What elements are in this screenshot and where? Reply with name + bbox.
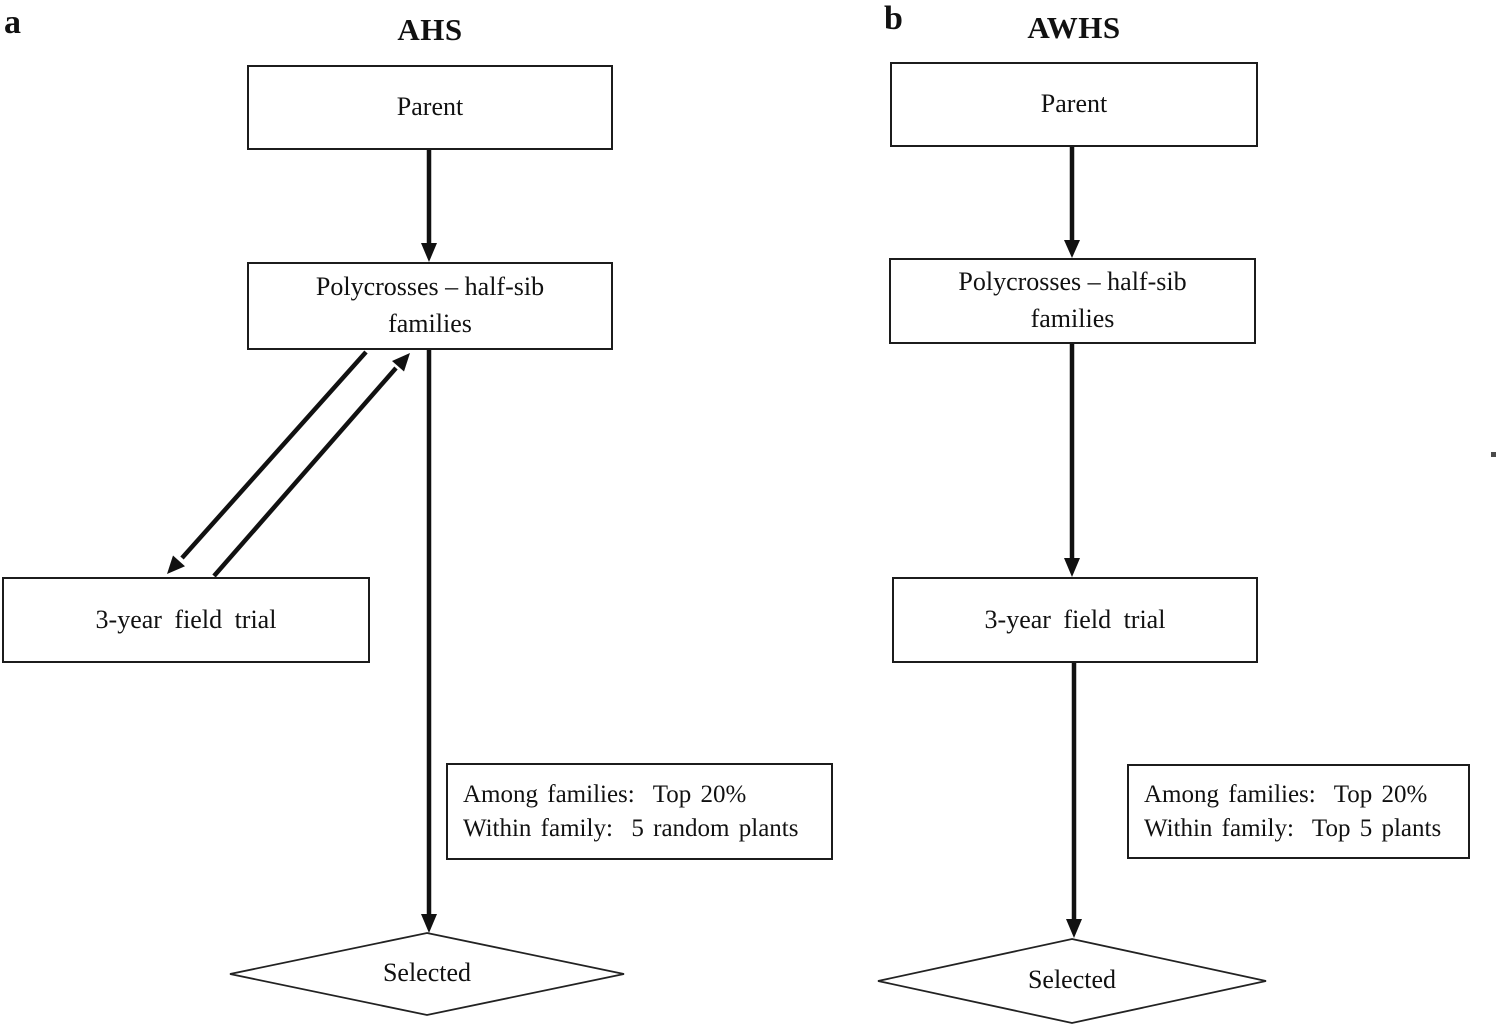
selection-note-b: Among families: Top 20% Within family: T… xyxy=(1127,764,1470,859)
parent-box-a-text: Parent xyxy=(396,92,464,122)
arrow-trial-to-polycross-a xyxy=(212,366,398,578)
selection-note-a-line1: Among families: Top 20% xyxy=(463,781,747,808)
polycross-box-a-line1: Polycrosses – half-sib xyxy=(315,272,545,302)
selected-diamond-a xyxy=(229,932,625,1016)
selected-diamond-b xyxy=(877,938,1267,1024)
arrowhead-parent-to-polycross-b xyxy=(1064,240,1080,258)
parent-box-b-text: Parent xyxy=(1040,89,1108,119)
parent-box-a: Parent xyxy=(247,65,613,150)
polycross-box-b-line1: Polycrosses – half-sib xyxy=(958,267,1187,297)
selected-diamond-b-text: Selected xyxy=(1027,965,1117,994)
panel-b-label: b xyxy=(884,0,903,37)
polycross-box-a: Polycrosses – half-sib families xyxy=(247,262,613,350)
selection-note-a-line2: Within family: 5 random plants xyxy=(463,814,799,842)
parent-box-b: Parent xyxy=(890,62,1258,147)
trial-box-b: 3-year field trial xyxy=(892,577,1258,663)
panel-a-label: a xyxy=(4,4,21,41)
arrowhead-parent-to-polycross-a xyxy=(421,243,437,262)
trial-box-a-text: 3-year field trial xyxy=(95,604,277,634)
arrow-polycross-to-trial-a xyxy=(180,350,368,560)
selection-note-b-line1: Among families: Top 20% xyxy=(1144,781,1428,808)
selected-diamond-a-text: Selected xyxy=(382,958,472,987)
polycross-box-a-line2: families xyxy=(388,309,472,338)
stray-mark-artifact xyxy=(1491,452,1496,457)
selection-note-b-line2: Within family: Top 5 plants xyxy=(1144,814,1442,842)
arrowhead-trial-to-selected-b xyxy=(1066,919,1082,938)
arrowhead-trial-to-polycross-a xyxy=(392,353,410,372)
polycross-box-b: Polycrosses – half-sib families xyxy=(889,258,1256,344)
selection-note-a: Among families: Top 20% Within family: 5… xyxy=(446,763,833,860)
polycross-box-b-line2: families xyxy=(1030,304,1115,333)
arrowhead-polycross-to-trial-b xyxy=(1064,558,1080,577)
arrowhead-polycross-to-selected-a xyxy=(421,914,437,933)
panel-b-title: AWHS xyxy=(1027,10,1121,45)
arrowhead-polycross-to-trial-a xyxy=(167,555,185,574)
trial-box-b-text: 3-year field trial xyxy=(984,604,1166,634)
panel-a-title: AHS xyxy=(397,12,463,47)
trial-box-a: 3-year field trial xyxy=(2,577,370,663)
